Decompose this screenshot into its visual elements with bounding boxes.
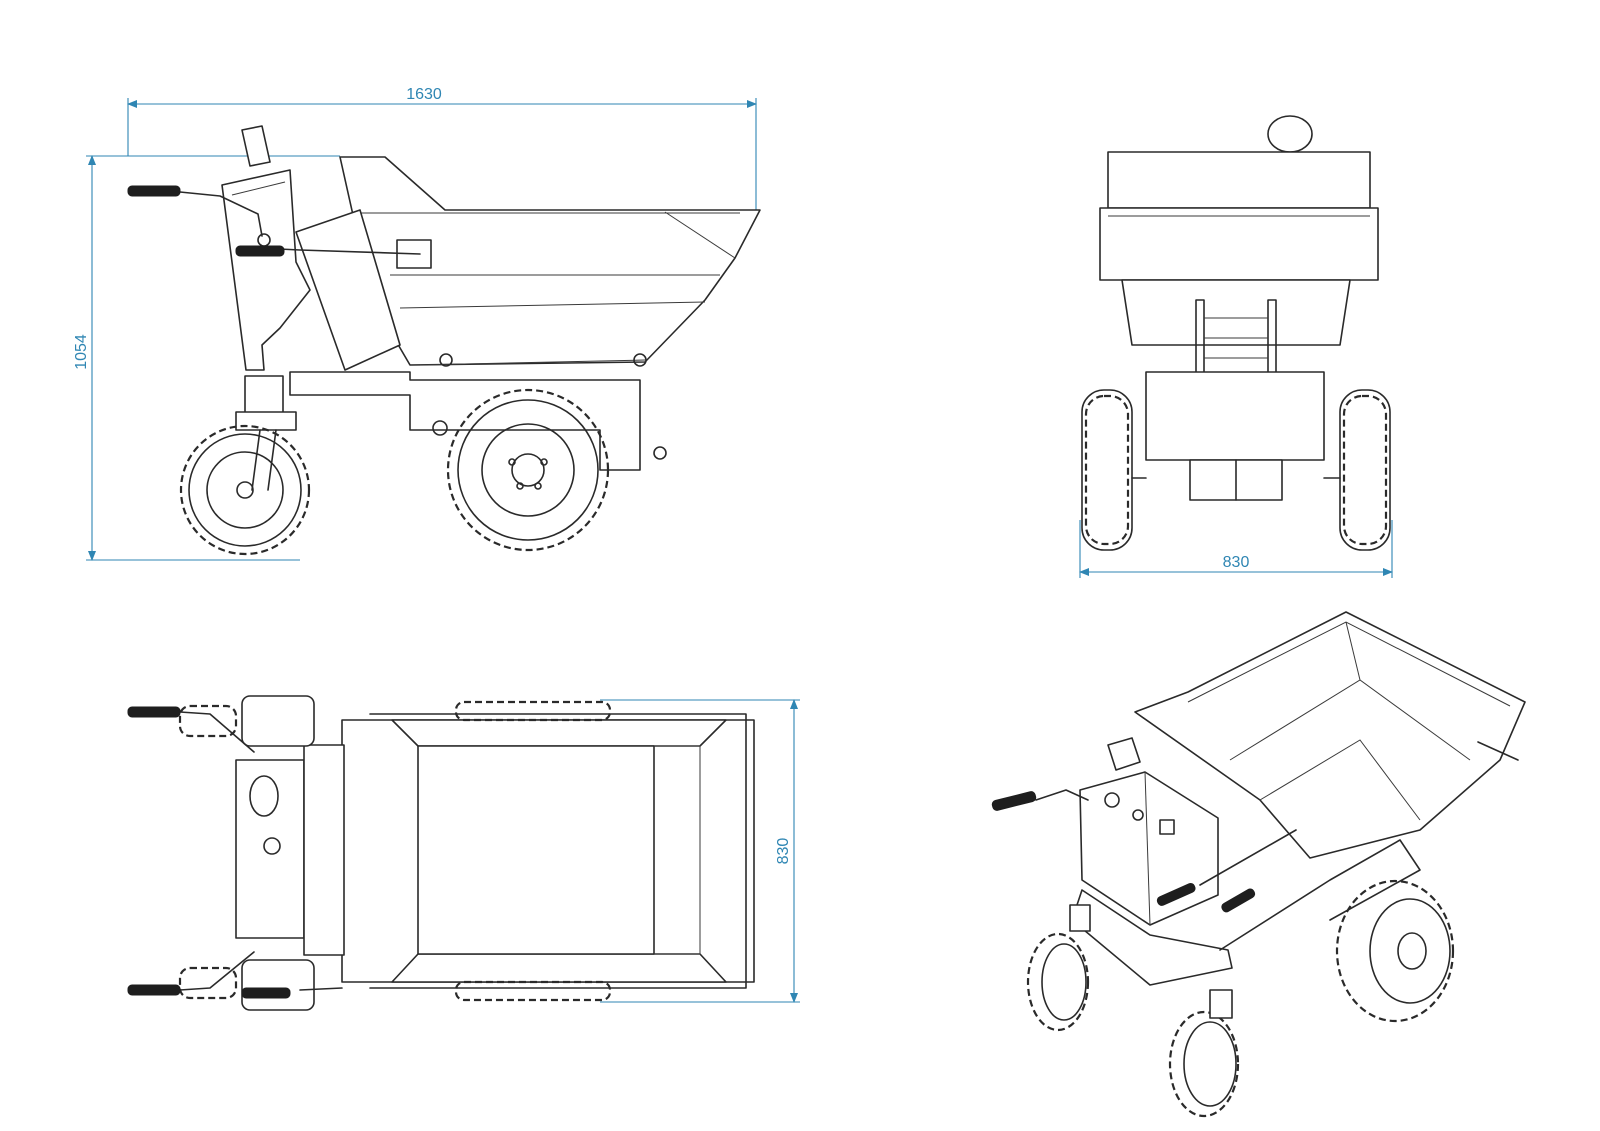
- side-console: [221, 169, 311, 371]
- side-length-label: 1630: [406, 86, 442, 103]
- iso-drive-wheel: [1335, 879, 1455, 1023]
- front-width-dimension: 830: [1079, 520, 1393, 578]
- side-caster-wheel: [179, 424, 311, 556]
- side-height-label: 1054: [73, 334, 90, 370]
- iso-handle-grip: [991, 791, 1037, 811]
- top-drive-wheel-lower: [454, 980, 612, 1002]
- front-right-wheel: [1339, 389, 1391, 551]
- top-width-label: 830: [775, 838, 792, 865]
- side-caster-plate: [235, 411, 297, 431]
- top-caster-lower: [241, 959, 315, 1011]
- side-upper-grip: [127, 185, 181, 197]
- front-lifting-ring: [1267, 115, 1313, 153]
- front-left-wheel: [1081, 389, 1133, 551]
- iso-control-dial: [1107, 737, 1141, 771]
- front-frame: [1145, 371, 1325, 461]
- top-grip-lower: [127, 984, 181, 996]
- side-view: 1630 1054: [73, 86, 761, 561]
- top-console: [235, 759, 305, 939]
- isometric-view: [991, 611, 1526, 1118]
- top-control-dial: [249, 775, 279, 817]
- top-width-dimension: 830: [600, 699, 800, 1003]
- front-bucket-body: [1099, 207, 1379, 281]
- front-bucket-top: [1107, 151, 1371, 209]
- iso-caster-left: [1026, 904, 1091, 1032]
- side-lower-grip: [235, 245, 285, 257]
- top-bucket-floor: [417, 745, 655, 955]
- side-caster-mount: [244, 375, 284, 417]
- top-drive-wheel-upper: [454, 700, 612, 722]
- front-width-label: 830: [1223, 554, 1250, 571]
- side-length-dimension: 1630: [127, 86, 757, 212]
- iso-caster-front: [1168, 989, 1240, 1118]
- side-height-dimension: 1054: [73, 155, 340, 561]
- front-hopper: [1121, 279, 1351, 346]
- side-drive-wheel: [446, 388, 610, 552]
- front-view: 830: [1079, 115, 1393, 578]
- top-caster-upper: [241, 695, 315, 747]
- side-control-dial: [241, 125, 271, 167]
- top-grip-upper: [127, 706, 181, 718]
- top-view: 830: [127, 695, 800, 1011]
- iso-hopper: [1134, 611, 1526, 859]
